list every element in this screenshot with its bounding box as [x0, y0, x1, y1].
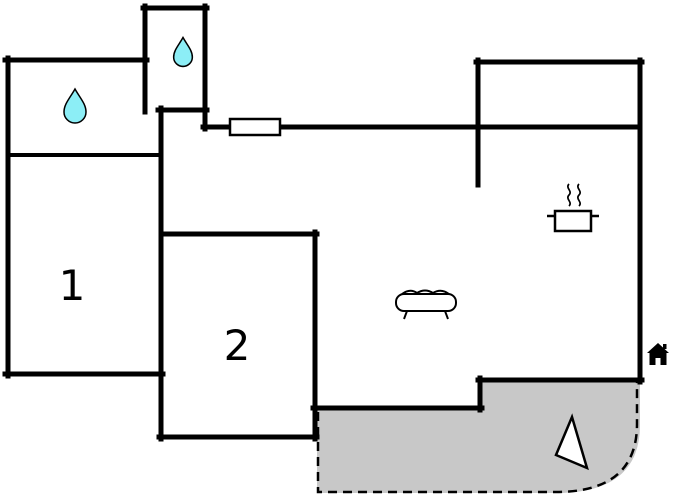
water-drop-icon-left-bathroom: [63, 87, 87, 124]
room1-label: 1: [59, 261, 86, 310]
walls: [2, 3, 645, 442]
water-drop-icon-top-wc: [172, 35, 194, 68]
house-chimney: [663, 344, 667, 349]
sofa-body: [395, 293, 457, 312]
room2-walls: [156, 229, 320, 442]
main-area-walls: [200, 57, 645, 413]
room2-label: 2: [224, 321, 251, 370]
left-block-walls: [2, 55, 166, 379]
terrace-dashed-border: [316, 380, 639, 494]
house-roof: [647, 343, 669, 353]
wc-room-walls: [140, 3, 210, 132]
sofa-leg-left: [403, 310, 408, 320]
house-door: [655, 358, 661, 365]
sofa-icon: [395, 289, 457, 320]
water-drop-shape: [63, 87, 87, 124]
stove-pot-icon: [547, 183, 599, 233]
steam-lines: [567, 183, 581, 207]
water-drop-shape: [172, 35, 194, 68]
house-icon: [647, 343, 669, 365]
sofa-leg-right: [444, 310, 449, 320]
north-arrow-icon: [554, 413, 589, 471]
pot-body: [553, 209, 593, 233]
window-symbol: [228, 117, 282, 137]
sofa-cushions: [401, 289, 450, 295]
